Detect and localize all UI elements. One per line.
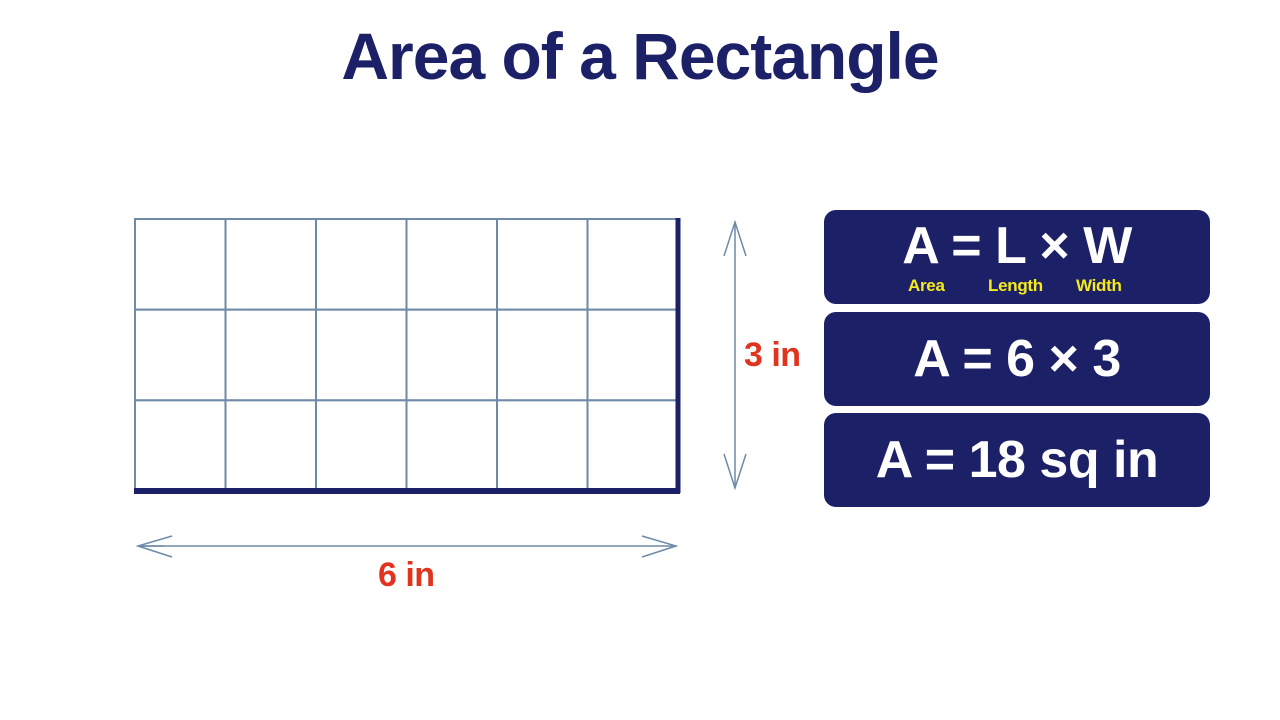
height-arrow-bottom-head	[723, 453, 747, 491]
unit-square	[496, 308, 589, 402]
legend-area: Area	[908, 276, 945, 295]
height-arrow	[723, 219, 747, 491]
result-formula-box: A = 18 sq in	[824, 413, 1210, 507]
unit-square	[496, 399, 589, 493]
substituted-formula: A = 6 × 3	[913, 330, 1121, 388]
unit-square	[134, 308, 227, 402]
legend-width: Width	[1076, 276, 1122, 295]
unit-square	[224, 218, 317, 311]
unit-square	[315, 218, 408, 311]
substituted-formula-box: A = 6 × 3	[824, 312, 1210, 406]
general-formula-box: A = L × W Area Length Width	[824, 210, 1210, 304]
unit-square	[405, 399, 498, 493]
width-dimension-label: 6 in	[378, 556, 435, 594]
unit-square	[315, 399, 408, 493]
unit-square	[496, 218, 589, 311]
unit-square	[315, 308, 408, 402]
unit-square	[586, 218, 679, 311]
height-dimension-label: 3 in	[744, 336, 801, 374]
general-formula: A = L × W	[902, 217, 1132, 275]
formula-legend: Area Length Width	[824, 276, 1210, 298]
width-arrow-left-head	[135, 535, 173, 558]
height-arrow-top-head	[723, 219, 747, 257]
width-arrow-right-head	[641, 535, 679, 558]
page-title: Area of a Rectangle	[341, 19, 939, 93]
result-formula: A = 18 sq in	[875, 431, 1159, 489]
unit-square	[224, 399, 317, 493]
unit-square-grid	[134, 218, 679, 493]
unit-square	[224, 308, 317, 402]
legend-length: Length	[988, 276, 1043, 295]
unit-square	[134, 218, 227, 311]
width-arrow	[135, 535, 679, 558]
unit-square	[586, 308, 679, 402]
unit-square	[405, 308, 498, 402]
unit-square	[405, 218, 498, 311]
unit-square	[586, 399, 679, 493]
rectangle-edges	[134, 218, 681, 494]
unit-square	[134, 399, 227, 493]
